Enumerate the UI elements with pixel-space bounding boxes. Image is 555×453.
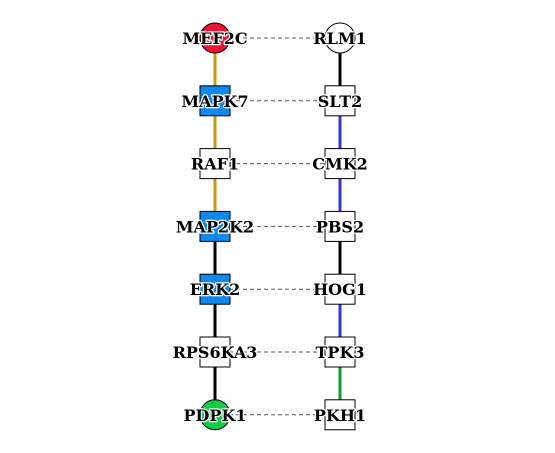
node-label: PDPK1 — [184, 406, 247, 425]
node-label: RLM1 — [313, 29, 366, 48]
left-node-erk2[interactable] — [199, 273, 231, 305]
node-label: SLT2 — [318, 92, 363, 111]
right-node-pkh1[interactable] — [324, 399, 356, 431]
left-node-mef2c[interactable] — [199, 22, 231, 54]
node-label: CMK2 — [312, 155, 367, 174]
left-node-pdpk1[interactable] — [199, 399, 231, 431]
right-node-rlm1[interactable] — [324, 22, 356, 54]
right-node-pbs2[interactable] — [324, 210, 356, 242]
right-node-tpk3[interactable] — [324, 336, 356, 368]
node-label: HOG1 — [313, 280, 367, 299]
right-node-hog1[interactable] — [324, 273, 356, 305]
right-node-slt2[interactable] — [324, 85, 356, 117]
node-label: RPS6KA3 — [173, 343, 258, 362]
node-label: RAF1 — [191, 155, 239, 174]
left-node-rps6ka3[interactable] — [199, 336, 231, 368]
node-label: MAPK7 — [181, 92, 248, 111]
node-label: TPK3 — [316, 343, 365, 362]
node-label: MAP2K2 — [176, 217, 254, 236]
node-label: PBS2 — [316, 217, 364, 236]
left-node-raf1[interactable] — [199, 148, 231, 180]
node-label: MEF2C — [182, 29, 247, 48]
left-node-mapk7[interactable] — [199, 85, 231, 117]
node-label: PKH1 — [314, 406, 366, 425]
node-label: ERK2 — [190, 280, 241, 299]
nodes-layer — [199, 22, 356, 431]
right-node-cmk2[interactable] — [324, 148, 356, 180]
left-node-map2k2[interactable] — [199, 210, 231, 242]
